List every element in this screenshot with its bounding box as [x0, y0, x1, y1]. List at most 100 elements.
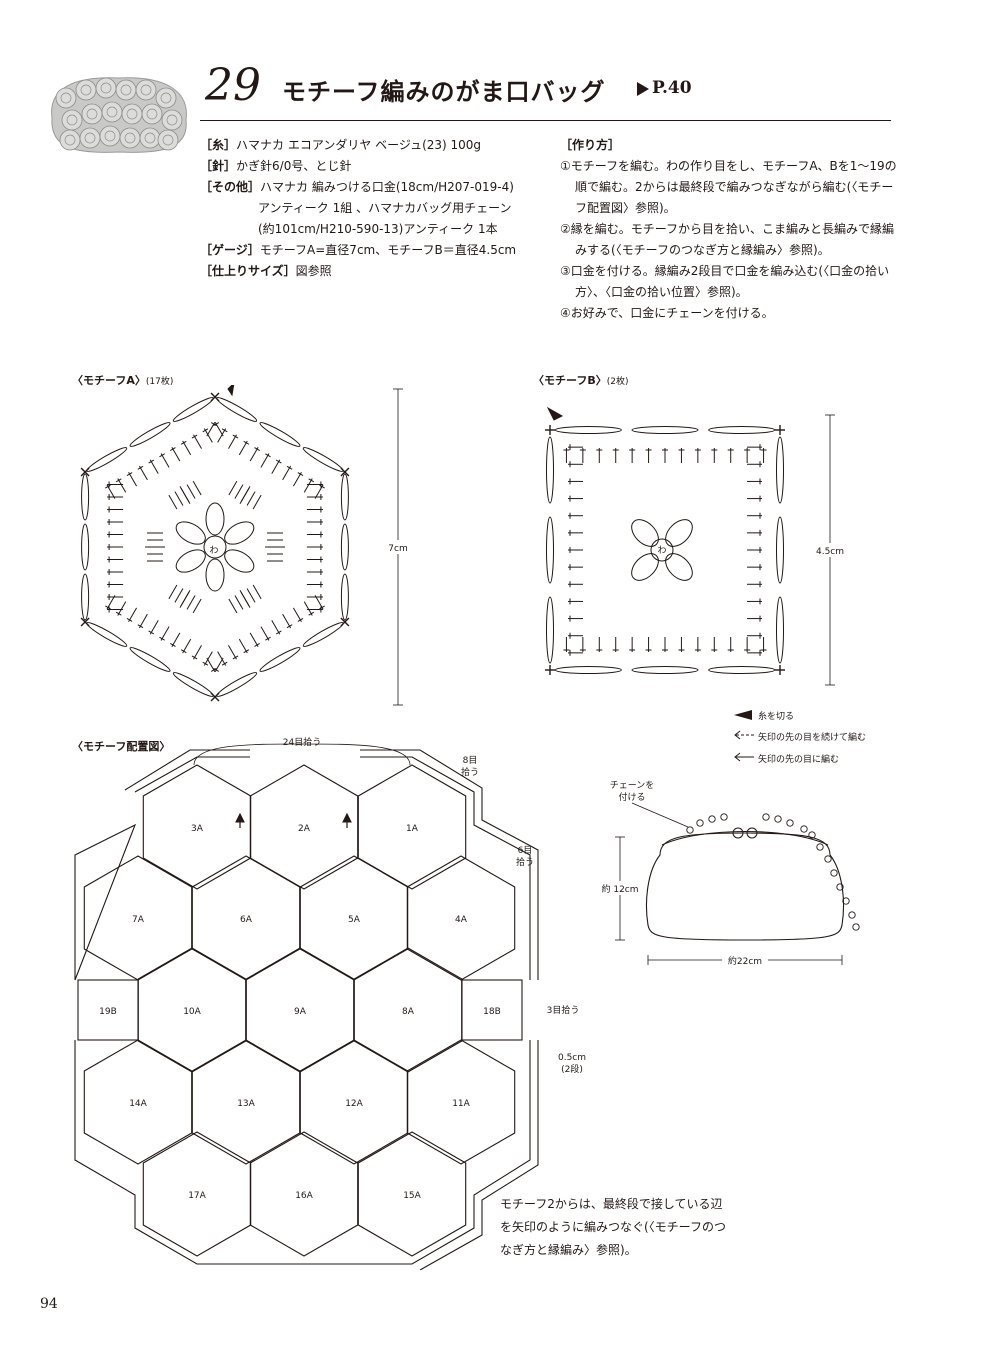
- cut-yarn-icon: [734, 710, 752, 720]
- center-ring: [650, 538, 674, 562]
- stitch: [170, 447, 176, 451]
- stitch: [106, 595, 116, 610]
- chain-link: [848, 911, 856, 919]
- stitch: [137, 624, 144, 629]
- petal: [205, 502, 225, 536]
- stitch: [160, 626, 170, 641]
- chain-oval: [259, 647, 301, 672]
- rose: [139, 127, 161, 149]
- rose-center: [104, 130, 116, 142]
- rose: [161, 109, 183, 131]
- motif-cell: [249, 764, 359, 890]
- stitch: [260, 453, 270, 468]
- stitch: [138, 613, 148, 629]
- rose-center: [60, 92, 72, 104]
- materials-list: ［糸］ハマナカ エコアンダリヤ ベージュ(23) 100g ［針］かぎ針6/0号…: [200, 135, 545, 282]
- chain-oval: [546, 436, 554, 504]
- bag-photo: [51, 77, 187, 153]
- cell-label: 3A: [191, 824, 204, 834]
- stitch: [314, 595, 324, 610]
- stitch: [319, 605, 325, 610]
- stitch: [275, 630, 282, 635]
- chain-oval: [129, 647, 171, 672]
- motif-a-title: 〈モチーフA〉(17枚): [72, 374, 174, 387]
- stitch: [252, 584, 262, 600]
- leader-line: [631, 802, 689, 828]
- rose-center: [64, 134, 76, 146]
- chain-label-1: チェーンを: [610, 780, 655, 791]
- spec-line: ［その他］ハマナカ 編みつける口金(18cm/H207-019-4): [200, 180, 514, 194]
- arrow-head: [235, 812, 245, 823]
- stitch: [210, 422, 217, 426]
- chain-oval: [546, 596, 554, 664]
- motif-cell: [357, 764, 467, 890]
- rose-center: [106, 106, 118, 118]
- rose-center: [166, 114, 178, 126]
- stitch: [297, 618, 304, 622]
- chain-oval: [554, 666, 622, 674]
- step-item: ①モチーフを編む。わの作り目をし、モチーフA、Bを1～19の順で編む。2からは最…: [560, 159, 897, 215]
- rose-center: [126, 108, 138, 120]
- margin-label-1: 0.5cm: [558, 1053, 586, 1063]
- stitch: [192, 598, 202, 614]
- spec-line: ［ゲージ］モチーフA=直径7cm、モチーフB＝直径4.5cm: [200, 243, 517, 257]
- top-pick-label: 24目拾う: [283, 736, 321, 748]
- chain-oval: [340, 523, 349, 571]
- petal: [224, 521, 255, 545]
- stitch: [234, 595, 244, 610]
- stitch: [203, 651, 213, 666]
- stitch: [105, 605, 111, 610]
- page-reference: P.40: [652, 78, 692, 98]
- petal: [665, 553, 693, 581]
- stitch: [265, 636, 271, 641]
- spec-line: ［糸］ハマナカ エコアンダリヤ ベージュ(23) 100g: [200, 138, 482, 152]
- stitch: [254, 447, 260, 451]
- x-mark: [80, 617, 90, 627]
- chain-oval: [776, 516, 784, 584]
- stitch: [246, 491, 256, 506]
- stitch: [191, 434, 198, 439]
- cell-label: 17A: [188, 1191, 206, 1201]
- chain-oval: [172, 397, 214, 422]
- motif-a-size: 7cm: [388, 544, 407, 554]
- chain-oval: [129, 422, 171, 447]
- stitch: [249, 632, 259, 647]
- cell-label: 8A: [402, 1007, 415, 1017]
- chain-oval: [81, 573, 90, 621]
- chain-link: [762, 813, 770, 821]
- stitch: [149, 459, 159, 474]
- stitch: [148, 459, 155, 464]
- rose: [99, 125, 121, 147]
- stitch: [168, 584, 178, 600]
- cell-label: 13A: [237, 1099, 255, 1109]
- cell-label: 4A: [455, 915, 468, 925]
- stitch: [252, 494, 262, 510]
- chain-oval: [776, 436, 784, 504]
- stitch: [180, 440, 187, 445]
- rose: [59, 129, 81, 151]
- chain-link: [800, 825, 808, 833]
- motif-b-size: 4.5cm: [816, 547, 844, 557]
- stitch: [206, 422, 216, 437]
- chain-link: [842, 897, 850, 905]
- stitch: [117, 601, 127, 616]
- cell-label: 9A: [294, 1007, 307, 1017]
- stitch: [286, 465, 293, 470]
- motif-cell: [83, 1039, 193, 1165]
- chain-oval: [708, 666, 776, 674]
- stitch: [249, 447, 259, 462]
- stitch: [228, 434, 237, 449]
- stitch: [159, 453, 165, 458]
- pick6-label-2: 拾う: [516, 856, 534, 868]
- stitch: [159, 636, 165, 641]
- outer-border: [74, 756, 531, 1265]
- rose: [155, 87, 177, 109]
- stitch: [182, 440, 192, 456]
- legend-symbols: [734, 710, 754, 762]
- stitch: [234, 484, 244, 499]
- chain-link: [830, 869, 838, 877]
- cell-label: 15A: [403, 1191, 421, 1201]
- rose: [81, 103, 103, 125]
- instructions-heading: ［作り方］: [560, 138, 621, 152]
- stitch: [115, 611, 122, 616]
